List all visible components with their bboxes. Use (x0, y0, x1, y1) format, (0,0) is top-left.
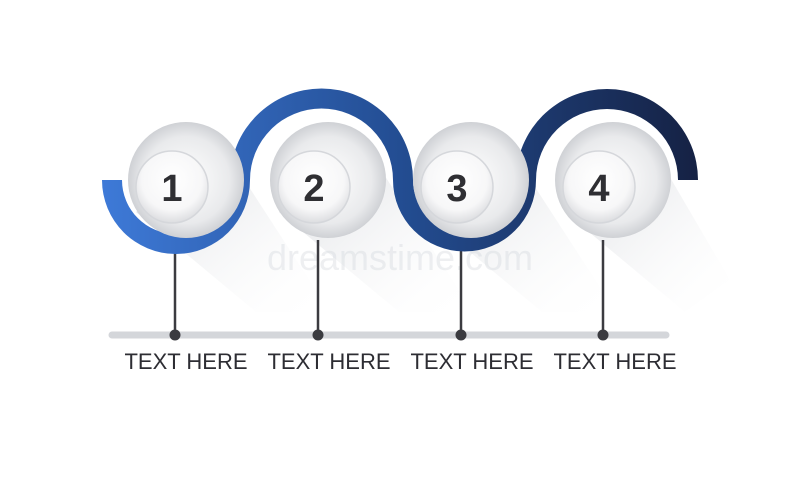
timeline-dot-1 (169, 329, 181, 341)
timeline-dot-3 (455, 329, 467, 341)
step-disc-2: 2 (270, 122, 386, 238)
step-number-1: 1 (161, 168, 182, 210)
step-label-4: TEXT HERE (553, 349, 676, 374)
timeline-dot-2 (312, 329, 324, 341)
step-disc-4: 4 (555, 122, 671, 238)
disc-inner-4 (562, 150, 636, 224)
step-number-2: 2 (303, 168, 324, 210)
step-number-3: 3 (446, 168, 467, 210)
disc-inner-2 (277, 150, 351, 224)
timeline-dot-4 (597, 329, 609, 341)
disc-inner-1 (135, 150, 209, 224)
step-label-1: TEXT HERE (124, 349, 247, 374)
disc-inner-3 (420, 150, 494, 224)
step-labels: TEXT HERE TEXT HERE TEXT HERE TEXT HERE (124, 349, 676, 374)
stems (169, 240, 609, 341)
step-label-3: TEXT HERE (410, 349, 533, 374)
step-disc-1: 1 (128, 122, 244, 238)
step-disc-3: 3 (413, 122, 529, 238)
step-number-4: 4 (588, 168, 609, 210)
step-label-2: TEXT HERE (267, 349, 390, 374)
wave-ribbon (102, 88, 698, 254)
